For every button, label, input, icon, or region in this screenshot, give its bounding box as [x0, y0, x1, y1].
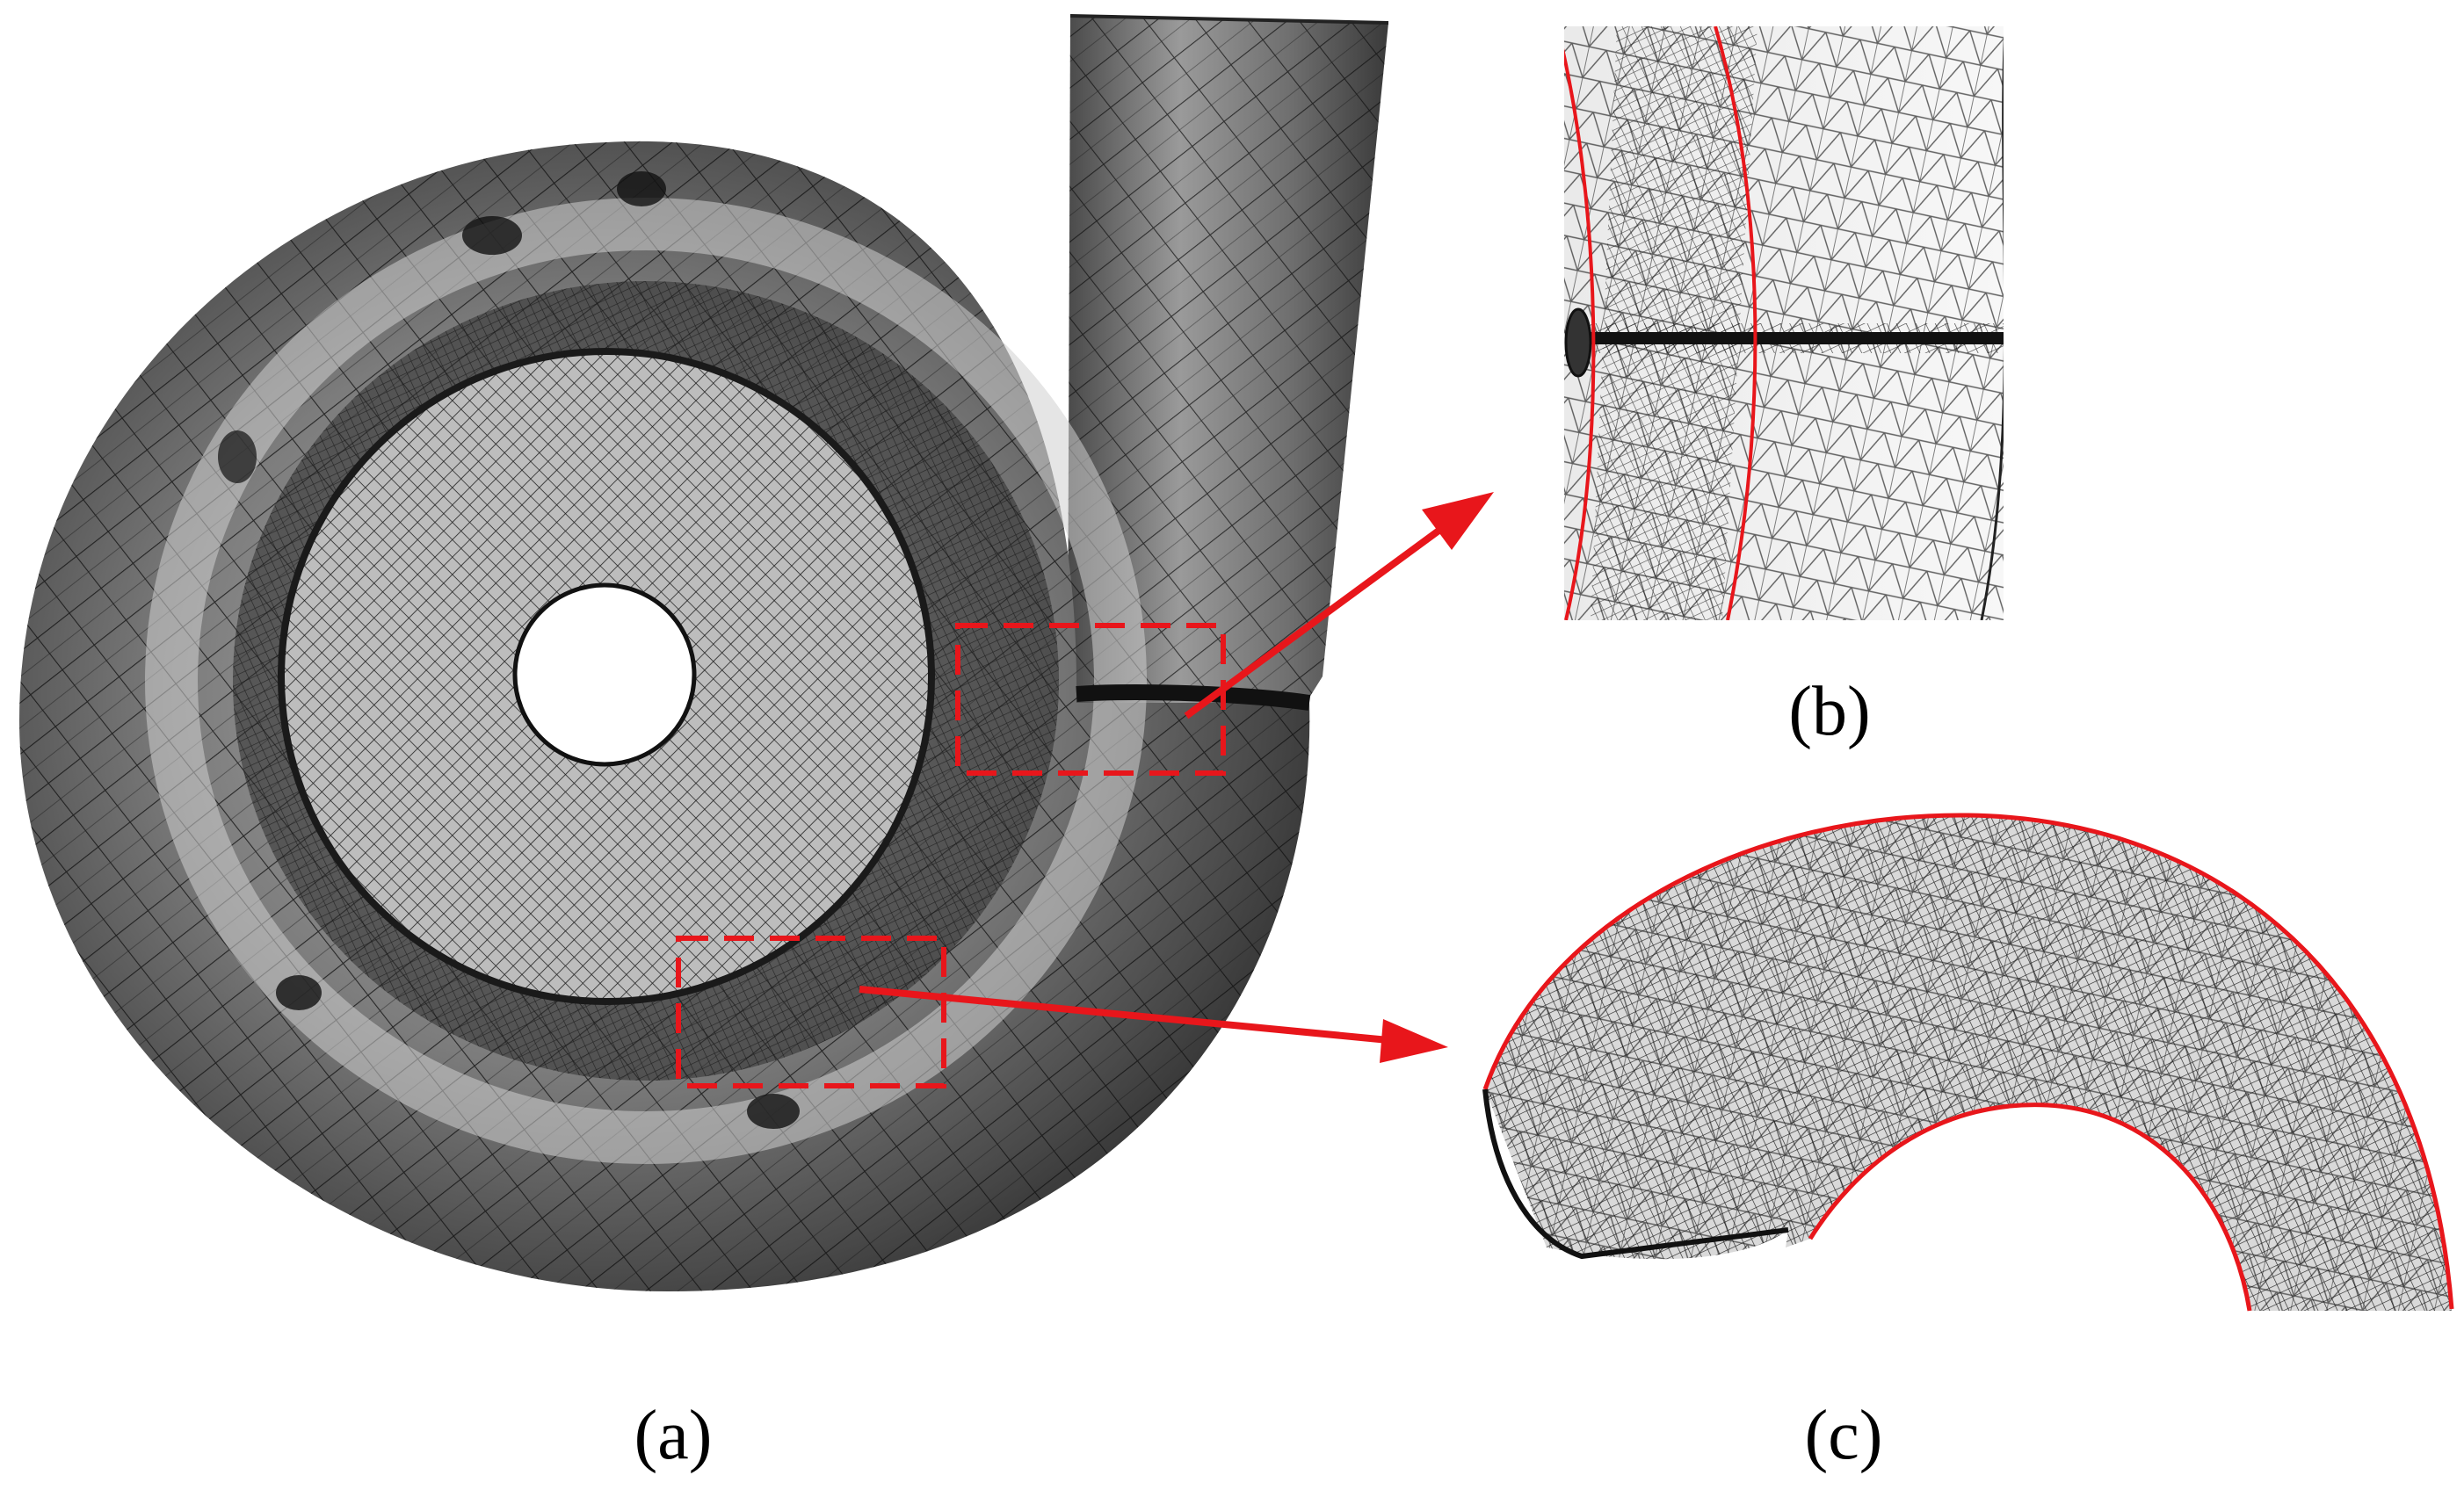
section-outer-boundary — [1482, 813, 2454, 1310]
arrow-to-panel-b — [1184, 492, 1494, 719]
boundary-curve-left — [1564, 48, 1596, 620]
highlight-box-wall — [676, 936, 946, 1088]
panel-b-label: (b) — [1788, 673, 1870, 750]
panel-c-label: (c) — [1805, 1397, 1883, 1474]
impeller-disc — [278, 348, 935, 1005]
highlight-box-tongue — [955, 623, 1226, 776]
section-inner-boundary — [1808, 1103, 2252, 1312]
discharge-pipe — [1068, 14, 1389, 716]
arrow-to-panel-c — [859, 986, 1448, 1063]
panel-a-volute-mesh — [19, 14, 1494, 1291]
panel-c-cross-section — [1482, 813, 2454, 1312]
boundary-curve-right — [1714, 26, 1757, 620]
panel-a-label: (a) — [634, 1397, 713, 1474]
panel-b-tongue-closeup — [1564, 26, 2004, 620]
